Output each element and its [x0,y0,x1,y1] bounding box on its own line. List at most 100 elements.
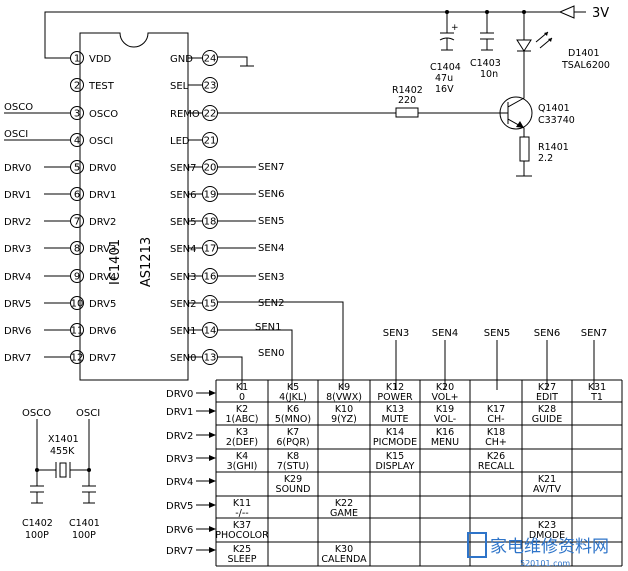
key-function: 1(ABC) [226,414,259,425]
key-id: K10 [335,404,353,415]
key-function: 6(PQR) [276,437,309,448]
matrix-drv-label: DRV3 [166,454,193,465]
pin-number: 3 [74,109,80,120]
pin-circle [202,132,218,148]
net-label-drv: DRV0 [4,163,31,174]
pin-number: 13 [204,353,217,364]
pin-name: SEN7 [170,163,197,174]
c1404-voltage: 16V [435,84,454,95]
r1401-value: 2.2 [538,153,553,164]
key-id: K21 [538,474,556,485]
pin-number: 6 [74,190,80,201]
net-label-drv: DRV5 [4,299,31,310]
pin-name: DRV4 [89,272,116,283]
matrix-drv-label: DRV2 [166,431,193,442]
net-label-drv: DRV3 [4,244,31,255]
r1402-ref: R1402 [392,85,423,96]
key-function: 7(STU) [277,461,309,472]
c1403-ref: C1403 [470,58,501,69]
net-label-sen6: SEN6 [258,189,285,200]
ic-ref: IC1401 [108,239,123,285]
pin-name: SEN6 [170,190,197,201]
ic-right-pins: 24GND23SEL22REMO21LED20SEN719SEN618SEN51… [170,50,218,365]
pin-circle [202,268,218,284]
pin-name: SEN0 [170,353,197,364]
key-function: VOL+ [431,392,458,403]
pin-name: DRV2 [89,217,116,228]
key-id: K13 [386,404,404,415]
key-id: K7 [287,427,299,438]
key-id: K11 [233,498,251,509]
net-label-osco: OSCO [4,102,33,113]
key-id: K2 [236,404,248,415]
pin-number: 7 [74,217,80,228]
matrix-drv-label: DRV6 [166,525,193,536]
pin-circle [70,78,84,92]
key-function: 4(JKL) [279,392,307,403]
key-function: MENU [431,437,459,448]
key-id: K25 [233,544,251,555]
key-id: K12 [386,382,404,393]
pin-name: SEN2 [170,299,197,310]
pin-number: 21 [204,136,217,147]
net-label-drv: DRV2 [4,217,31,228]
pin-circle [202,295,218,311]
net-label-sen1: SEN1 [255,322,282,333]
left-net-labels: OSCO OSCI DRV0DRV1DRV2DRV3DRV4DRV5DRV6DR… [4,102,71,364]
net-label-sen3: SEN3 [258,272,285,283]
matrix-drv-label: DRV7 [166,546,193,557]
watermark-text: 家电维修资料网 [490,537,609,557]
pin-name: SEN5 [170,217,197,228]
d1401-part: TSAL6200 [561,60,610,71]
watermark: 家电维修资料网 520101.com [467,532,609,568]
key-id: K8 [287,451,299,462]
r1402-value: 220 [398,95,416,106]
net-label-sen4: SEN4 [258,243,285,254]
key-id: K22 [335,498,353,509]
pin-circle [202,240,218,256]
key-function: CALENDA [321,554,367,565]
net-label-drv: DRV4 [4,272,31,283]
osc-label-osci: OSCI [76,408,100,419]
r1401-ref: R1401 [538,142,569,153]
net-label-sen7: SEN7 [258,162,285,173]
pin-number: 11 [71,326,84,337]
pin-name: REMO [170,109,200,120]
net-label-drv: DRV6 [4,326,31,337]
key-function: 5(MNO) [275,414,311,425]
pin-name: SEN4 [170,244,197,255]
pin-name: DRV7 [89,353,116,364]
x1401-value: 455K [50,446,75,457]
key-function: 9(YZ) [331,414,357,425]
q1401-ref: Q1401 [538,103,570,114]
net-label-drv: DRV7 [4,353,31,364]
pin-name: DRV6 [89,326,116,337]
key-id: K37 [233,520,251,531]
key-id: K14 [386,427,404,438]
key-id: K26 [487,451,505,462]
matrix-sen-header: SEN5 [484,328,511,339]
pin-circle [202,50,218,66]
c1404-value: 47u [435,73,453,84]
key-function: RECALL [478,461,515,472]
key-function: 2(DEF) [226,437,258,448]
key-function: SOUND [276,484,311,495]
net-label-sen0: SEN0 [258,348,285,359]
pin-number: 14 [204,326,217,337]
key-function: MUTE [382,414,409,425]
key-function: SLEEP [227,554,256,565]
key-function: 8(VWX) [326,392,362,403]
key-function: AV/TV [533,484,561,495]
net-label-drv: DRV1 [4,190,31,201]
matrix-drv-label: DRV4 [166,477,193,488]
d1401-ref: D1401 [568,48,600,59]
pin-name: OSCO [89,109,118,120]
pin-name: SEN3 [170,272,197,283]
c1402-ref: C1402 [22,518,53,529]
key-function: 0 [239,392,245,403]
pin-number: 22 [204,109,217,120]
pin-name: SEL [170,81,189,92]
pin-circle [202,105,218,121]
